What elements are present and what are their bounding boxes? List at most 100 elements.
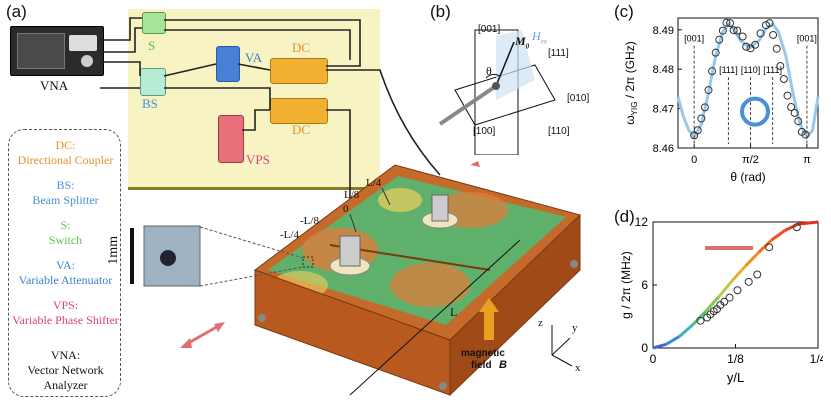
- direction-annotation: [001]: [684, 34, 704, 44]
- beam-splitter-label: BS: [142, 96, 158, 111]
- legend-abbr: VPS:: [52, 298, 79, 312]
- legend-vps: VPS:Variable Phase Shifter: [9, 298, 122, 328]
- data-point: [756, 29, 765, 38]
- x-tick-label: π/2: [742, 154, 759, 166]
- fit-curve-segment: [652, 342, 667, 350]
- direction-annotation: [110]: [741, 65, 760, 75]
- data-point: [738, 32, 747, 41]
- magnetization-subscript: 0: [525, 42, 530, 51]
- vna-label: VNA: [40, 78, 69, 93]
- data-point: [720, 297, 729, 306]
- data-point: [711, 48, 720, 57]
- legend-s: S:Switch: [9, 218, 122, 248]
- panel-label-c: (c): [614, 2, 634, 21]
- phase-shifter-label: VPS: [246, 152, 270, 167]
- attenuator-label: VA: [245, 50, 263, 65]
- x-tick-label: 1/4: [810, 352, 823, 366]
- directional-coupler-2: [270, 98, 328, 124]
- legend-abbr: VNA:: [50, 348, 81, 362]
- beam-splitter-component: [140, 68, 166, 96]
- x-tick-label: π: [803, 154, 811, 166]
- external-field-symbol: H: [532, 29, 541, 43]
- y-axis-label: ωYIG / 2π (GHz): [623, 41, 639, 124]
- legend-abbr: S:: [60, 218, 71, 232]
- legend-dc: DC:Directional Coupler: [9, 138, 122, 168]
- phase-shifter-component: [218, 115, 244, 163]
- data-point: [722, 18, 731, 27]
- cavity-length-label: L: [450, 305, 458, 319]
- legend-abbr: BS:: [56, 178, 75, 192]
- plot-frame: [677, 17, 819, 149]
- direction-annotation: [111]: [719, 65, 738, 75]
- data-point: [744, 277, 753, 286]
- fit-curve-segment: [717, 279, 734, 298]
- position-label-neg-l4: -L/4: [280, 229, 299, 241]
- schematic-background: [128, 9, 380, 190]
- field-label-2: field: [471, 360, 492, 371]
- x-axis-label: y/L: [727, 370, 744, 385]
- data-point: [801, 130, 810, 139]
- axis-y-label: y: [572, 322, 578, 334]
- y-tick-label: 8.47: [653, 104, 674, 116]
- magnetization-symbol: M: [515, 34, 526, 48]
- data-point: [725, 293, 734, 302]
- fit-curve-segment: [704, 295, 721, 313]
- switch-label: S: [148, 38, 156, 53]
- cavity-box: [253, 164, 581, 397]
- crystal-diagram: [438, 29, 556, 155]
- data-point: [751, 40, 760, 49]
- plot-frame: [652, 221, 819, 349]
- data-point: [704, 86, 713, 95]
- data-point: [700, 103, 709, 112]
- crystal-label-111: [111]: [548, 48, 569, 59]
- direction-annotation: [001]: [797, 34, 817, 44]
- rotation-icon: [740, 96, 770, 127]
- data-point: [765, 19, 774, 28]
- y-tick-label: 8.46: [653, 143, 674, 155]
- data-point: [792, 223, 801, 232]
- legend-text: Beam Splitter: [32, 193, 99, 207]
- fit-curve-segment: [770, 229, 786, 242]
- fit-curve: [676, 21, 820, 140]
- data-point: [787, 103, 796, 112]
- data-point: [733, 26, 742, 35]
- data-point: [783, 91, 792, 100]
- x-tick-label: 1/8: [727, 352, 744, 366]
- field-symbol: B: [499, 359, 507, 371]
- vna-instrument: [10, 26, 104, 76]
- axis-z-label: z: [538, 317, 543, 329]
- x-tick-label: 0: [691, 154, 697, 166]
- data-point: [718, 26, 727, 35]
- crystal-label-110: [110]: [548, 126, 570, 137]
- theta-label: θ: [486, 64, 492, 78]
- scale-bar-label: 1mm: [106, 236, 121, 265]
- panel-label-d: (d): [614, 207, 635, 226]
- data-point: [753, 270, 762, 279]
- dc2-label: DC: [292, 122, 311, 137]
- crystal-label-001: [001]: [478, 24, 501, 35]
- y-tick-label: 6: [641, 278, 648, 292]
- external-field-subscript: ex: [540, 37, 547, 46]
- legend-va: VA:Variable Attenuator: [9, 258, 122, 288]
- data-point: [696, 316, 705, 325]
- data-point: [729, 26, 738, 35]
- legend-abbr: DC:: [55, 138, 76, 152]
- fit-curve-segment: [744, 251, 760, 268]
- directional-coupler-1: [270, 58, 328, 84]
- dc1-label: DC: [292, 40, 311, 55]
- legend-text: Variable Attenuator: [18, 273, 113, 287]
- position-label-l8: L/8: [344, 189, 360, 201]
- data-point: [794, 117, 803, 126]
- magnetization-label: M0: [515, 34, 529, 50]
- fit-curve-segment: [757, 238, 773, 254]
- position-label-l4: L/4: [366, 177, 382, 189]
- data-point: [769, 30, 778, 39]
- data-point: [726, 19, 735, 28]
- position-label-neg-l8: -L/8: [300, 215, 319, 227]
- legend-box: DC:Directional Coupler BS:Beam Splitter …: [8, 129, 121, 397]
- y-tick-label: 8.48: [653, 64, 674, 76]
- x-tick-label: 0: [650, 352, 657, 366]
